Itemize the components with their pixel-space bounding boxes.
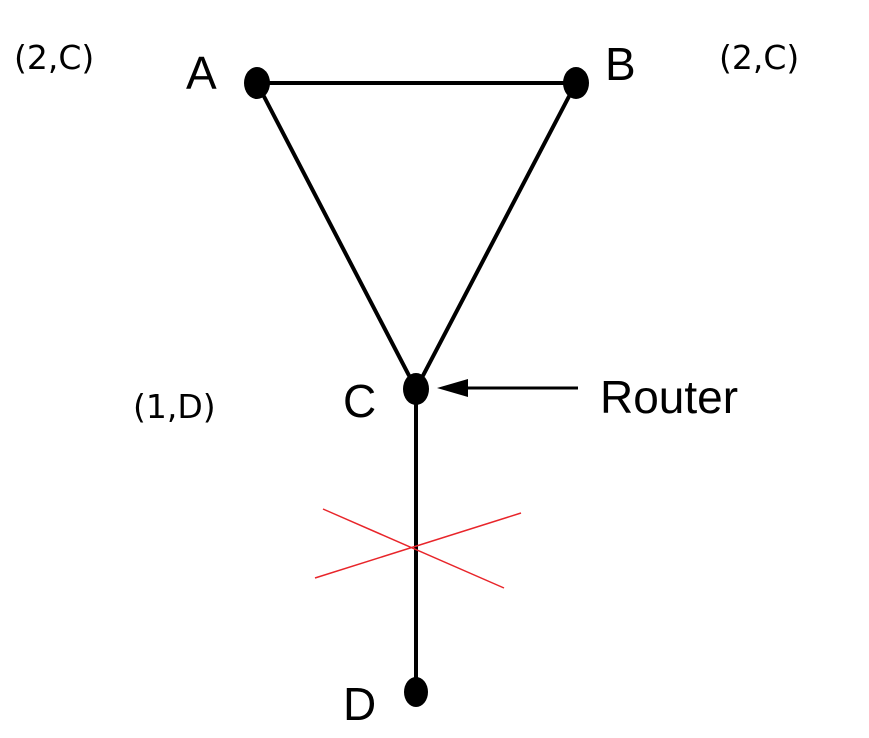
link-a-c — [255, 81, 418, 391]
link-b-c — [414, 81, 578, 391]
node-c-distance-vector: (1,D) — [133, 387, 216, 426]
router-arrow — [437, 379, 578, 397]
node-b-dot — [563, 67, 589, 99]
link-failure-mark — [314, 508, 522, 589]
failure-stroke-2 — [314, 512, 522, 579]
node-d-dot — [404, 677, 428, 707]
failure-stroke-1 — [322, 508, 505, 589]
node-d-label: D — [343, 678, 376, 730]
node-a-dot — [244, 67, 270, 99]
links — [255, 81, 578, 694]
router-arrow-head — [437, 379, 468, 397]
node-a-label: A — [186, 47, 217, 99]
node-b-distance-vector: (2,C) — [719, 38, 799, 77]
router-label: Router — [600, 371, 738, 423]
nodes — [244, 67, 589, 707]
node-c-dot — [403, 373, 429, 405]
node-c-label: C — [343, 375, 376, 427]
node-b-label: B — [605, 38, 636, 90]
node-a-distance-vector: (2,C) — [14, 38, 94, 77]
